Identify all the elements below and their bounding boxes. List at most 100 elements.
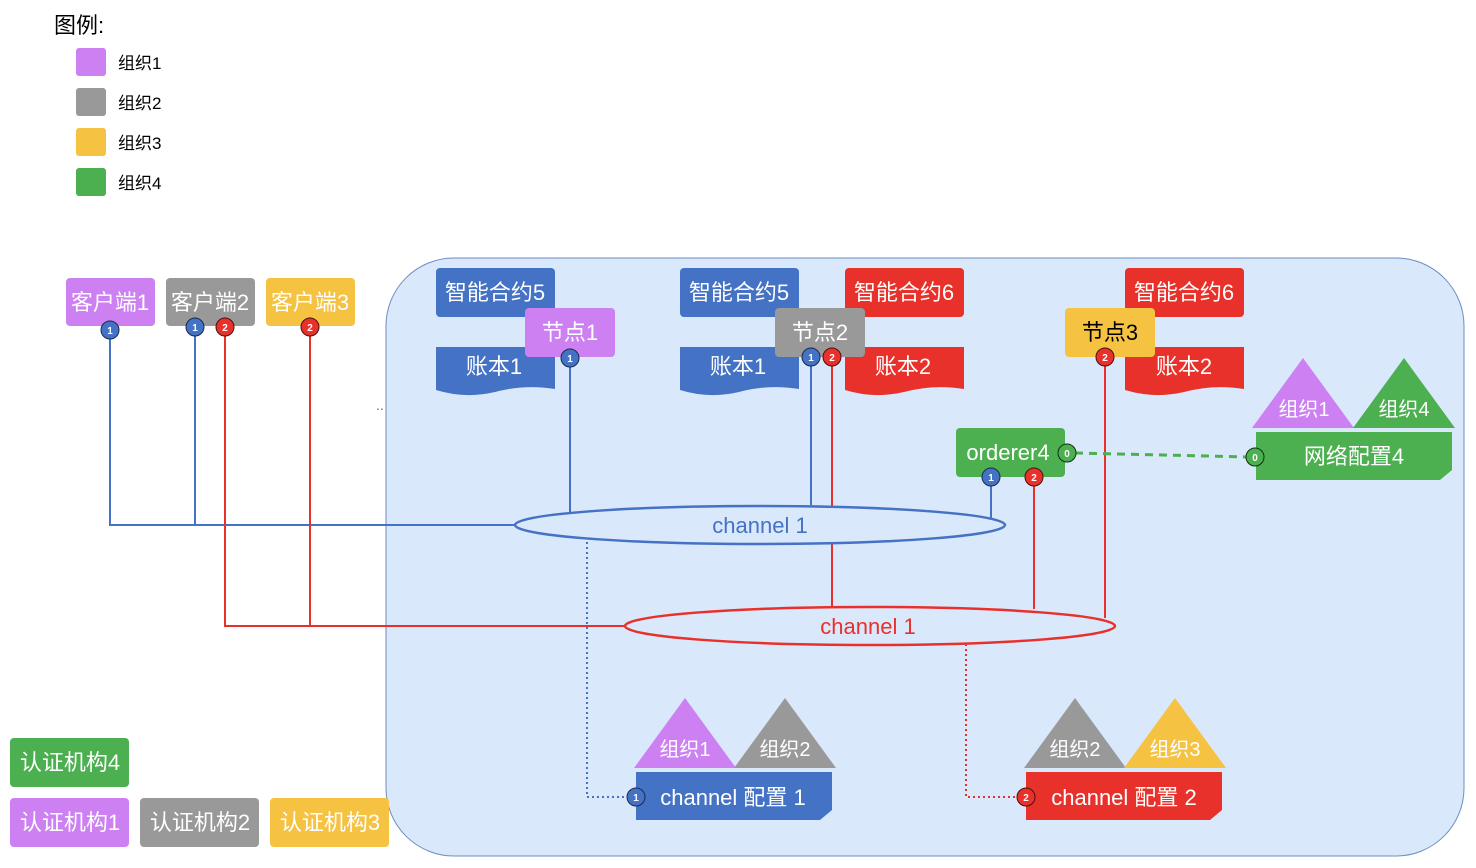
badge-client1-ch1: 1 [100, 320, 120, 340]
peer-2[interactable]: 节点2 [775, 308, 865, 357]
svg-text:2: 2 [222, 323, 228, 334]
svg-text:0: 0 [1064, 449, 1070, 460]
red-channel-lines [224, 335, 1106, 627]
ca-3[interactable]: 认证机构3 [270, 798, 389, 847]
badge-netcfg: 0 [1245, 447, 1265, 467]
ca-2[interactable]: 认证机构2 [140, 798, 259, 847]
blue-channel-lines [109, 335, 992, 526]
channel-config-1-org2-label: 组织2 [759, 738, 810, 761]
svg-text:2: 2 [829, 353, 835, 364]
svg-text:1: 1 [988, 473, 994, 484]
channel-config-1-org2-triangle [734, 698, 836, 768]
contract-2[interactable]: 智能合约5 [680, 268, 799, 317]
badge-client3-ch2: 2 [300, 317, 320, 337]
network-config-label: 网络配置4 [1304, 444, 1404, 469]
network-config-org4-triangle [1353, 358, 1455, 428]
ledger-1-label: 账本1 [466, 354, 522, 379]
contract-3-label: 智能合约6 [854, 280, 954, 305]
network-config-4[interactable]: 组织1 组织4 网络配置4 [1252, 358, 1455, 480]
ledger-2-label: 账本1 [710, 354, 766, 379]
legend-title: 图例: [54, 13, 104, 38]
peer-1[interactable]: 节点1 [525, 308, 615, 357]
channel-config-1[interactable]: 组织1 组织2 channel 配置 1 [634, 698, 836, 820]
orderer-network-link [1074, 451, 1251, 459]
client-1-label: 客户端1 [71, 290, 149, 315]
svg-text:2: 2 [1031, 473, 1037, 484]
ca-4-label: 认证机构4 [20, 750, 120, 775]
ca-1[interactable]: 认证机构1 [10, 798, 129, 847]
legend-label-org3: 组织3 [118, 134, 161, 153]
badge-peer2-ch1: 1 [801, 347, 821, 367]
channel-red[interactable]: channel 1 [623, 605, 1117, 647]
svg-text:1: 1 [567, 354, 573, 365]
legend: 图例: 组织1 组织2 组织3 组织4 [54, 13, 161, 196]
ellipsis-mark: .. [376, 397, 384, 413]
legend-swatch-org2 [76, 88, 106, 116]
badge-peer1-ch1: 1 [560, 348, 580, 368]
badge-peer2-ch2: 2 [822, 347, 842, 367]
ca-1-label: 认证机构1 [20, 810, 120, 835]
ledger-4-label: 账本2 [1156, 354, 1212, 379]
contract-1[interactable]: 智能合约5 [436, 268, 555, 317]
channel-blue[interactable]: channel 1 [513, 504, 1007, 546]
client-1[interactable]: 客户端1 [66, 278, 155, 326]
badge-client2-ch2: 2 [215, 317, 235, 337]
peer-3[interactable]: 节点3 [1065, 308, 1155, 357]
client-2[interactable]: 客户端2 [166, 278, 255, 326]
network-config-org1-label: 组织1 [1278, 398, 1329, 421]
channel-config-2[interactable]: 组织2 组织3 channel 配置 2 [1024, 698, 1226, 820]
ledger-3-label: 账本2 [875, 354, 931, 379]
client-3-label: 客户端3 [271, 290, 349, 315]
svg-text:1: 1 [192, 323, 198, 334]
legend-swatch-org3 [76, 128, 106, 156]
ledger-2[interactable]: 账本1 [680, 347, 799, 396]
channel-config-1-label: channel 配置 1 [660, 785, 806, 810]
network-config-org4-label: 组织4 [1378, 398, 1429, 421]
svg-text:2: 2 [307, 323, 313, 334]
contract-2-label: 智能合约5 [689, 280, 789, 305]
contract-4-label: 智能合约6 [1134, 280, 1234, 305]
channel-red-label: channel 1 [820, 614, 915, 639]
badge-client2-ch1: 1 [185, 317, 205, 337]
badge-orderer-netcfg: 0 [1057, 443, 1077, 463]
svg-text:1: 1 [633, 793, 639, 804]
client-2-label: 客户端2 [171, 290, 249, 315]
orderer-4-label: orderer4 [966, 440, 1049, 465]
ca-3-label: 认证机构3 [280, 810, 380, 835]
badge-orderer-ch1: 1 [981, 467, 1001, 487]
client-3[interactable]: 客户端3 [266, 278, 355, 326]
channel-config-2-label: channel 配置 2 [1051, 785, 1197, 810]
legend-label-org4: 组织4 [118, 174, 161, 193]
svg-text:0: 0 [1252, 453, 1258, 464]
ledger-1[interactable]: 账本1 [436, 347, 555, 396]
channel-config-1-org1-label: 组织1 [659, 738, 710, 761]
peer-3-label: 节点3 [1082, 320, 1138, 345]
orderer-4[interactable]: orderer4 [956, 428, 1065, 477]
badge-chcfg2: 2 [1016, 787, 1036, 807]
svg-text:2: 2 [1102, 353, 1108, 364]
legend-swatch-org1 [76, 48, 106, 76]
channel-blue-label: channel 1 [712, 513, 807, 538]
channel-config-2-org3-triangle [1124, 698, 1226, 768]
badge-chcfg1: 1 [626, 787, 646, 807]
legend-label-org1: 组织1 [118, 54, 161, 73]
contract-3[interactable]: 智能合约6 [845, 268, 964, 317]
contract-4[interactable]: 智能合约6 [1125, 268, 1244, 317]
channel-config-2-org2-triangle [1024, 698, 1126, 768]
ca-4[interactable]: 认证机构4 [10, 738, 129, 787]
ledger-4[interactable]: 账本2 [1125, 347, 1244, 396]
badges: 1 1 2 2 1 1 2 2 1 2 0 0 1 2 [100, 317, 1265, 807]
badge-peer3-ch2: 2 [1095, 347, 1115, 367]
channel-config-2-org2-label: 组织2 [1049, 738, 1100, 761]
channel1-config-link [586, 542, 630, 798]
peer-1-label: 节点1 [542, 320, 598, 345]
channel-config-1-org1-triangle [634, 698, 736, 768]
legend-swatch-org4 [76, 168, 106, 196]
ledger-3[interactable]: 账本2 [845, 347, 964, 396]
ca-2-label: 认证机构2 [150, 810, 250, 835]
network-config-org1-triangle [1252, 358, 1354, 428]
svg-text:1: 1 [107, 326, 113, 337]
channel-config-2-org3-label: 组织3 [1149, 738, 1200, 761]
svg-text:1: 1 [808, 353, 814, 364]
